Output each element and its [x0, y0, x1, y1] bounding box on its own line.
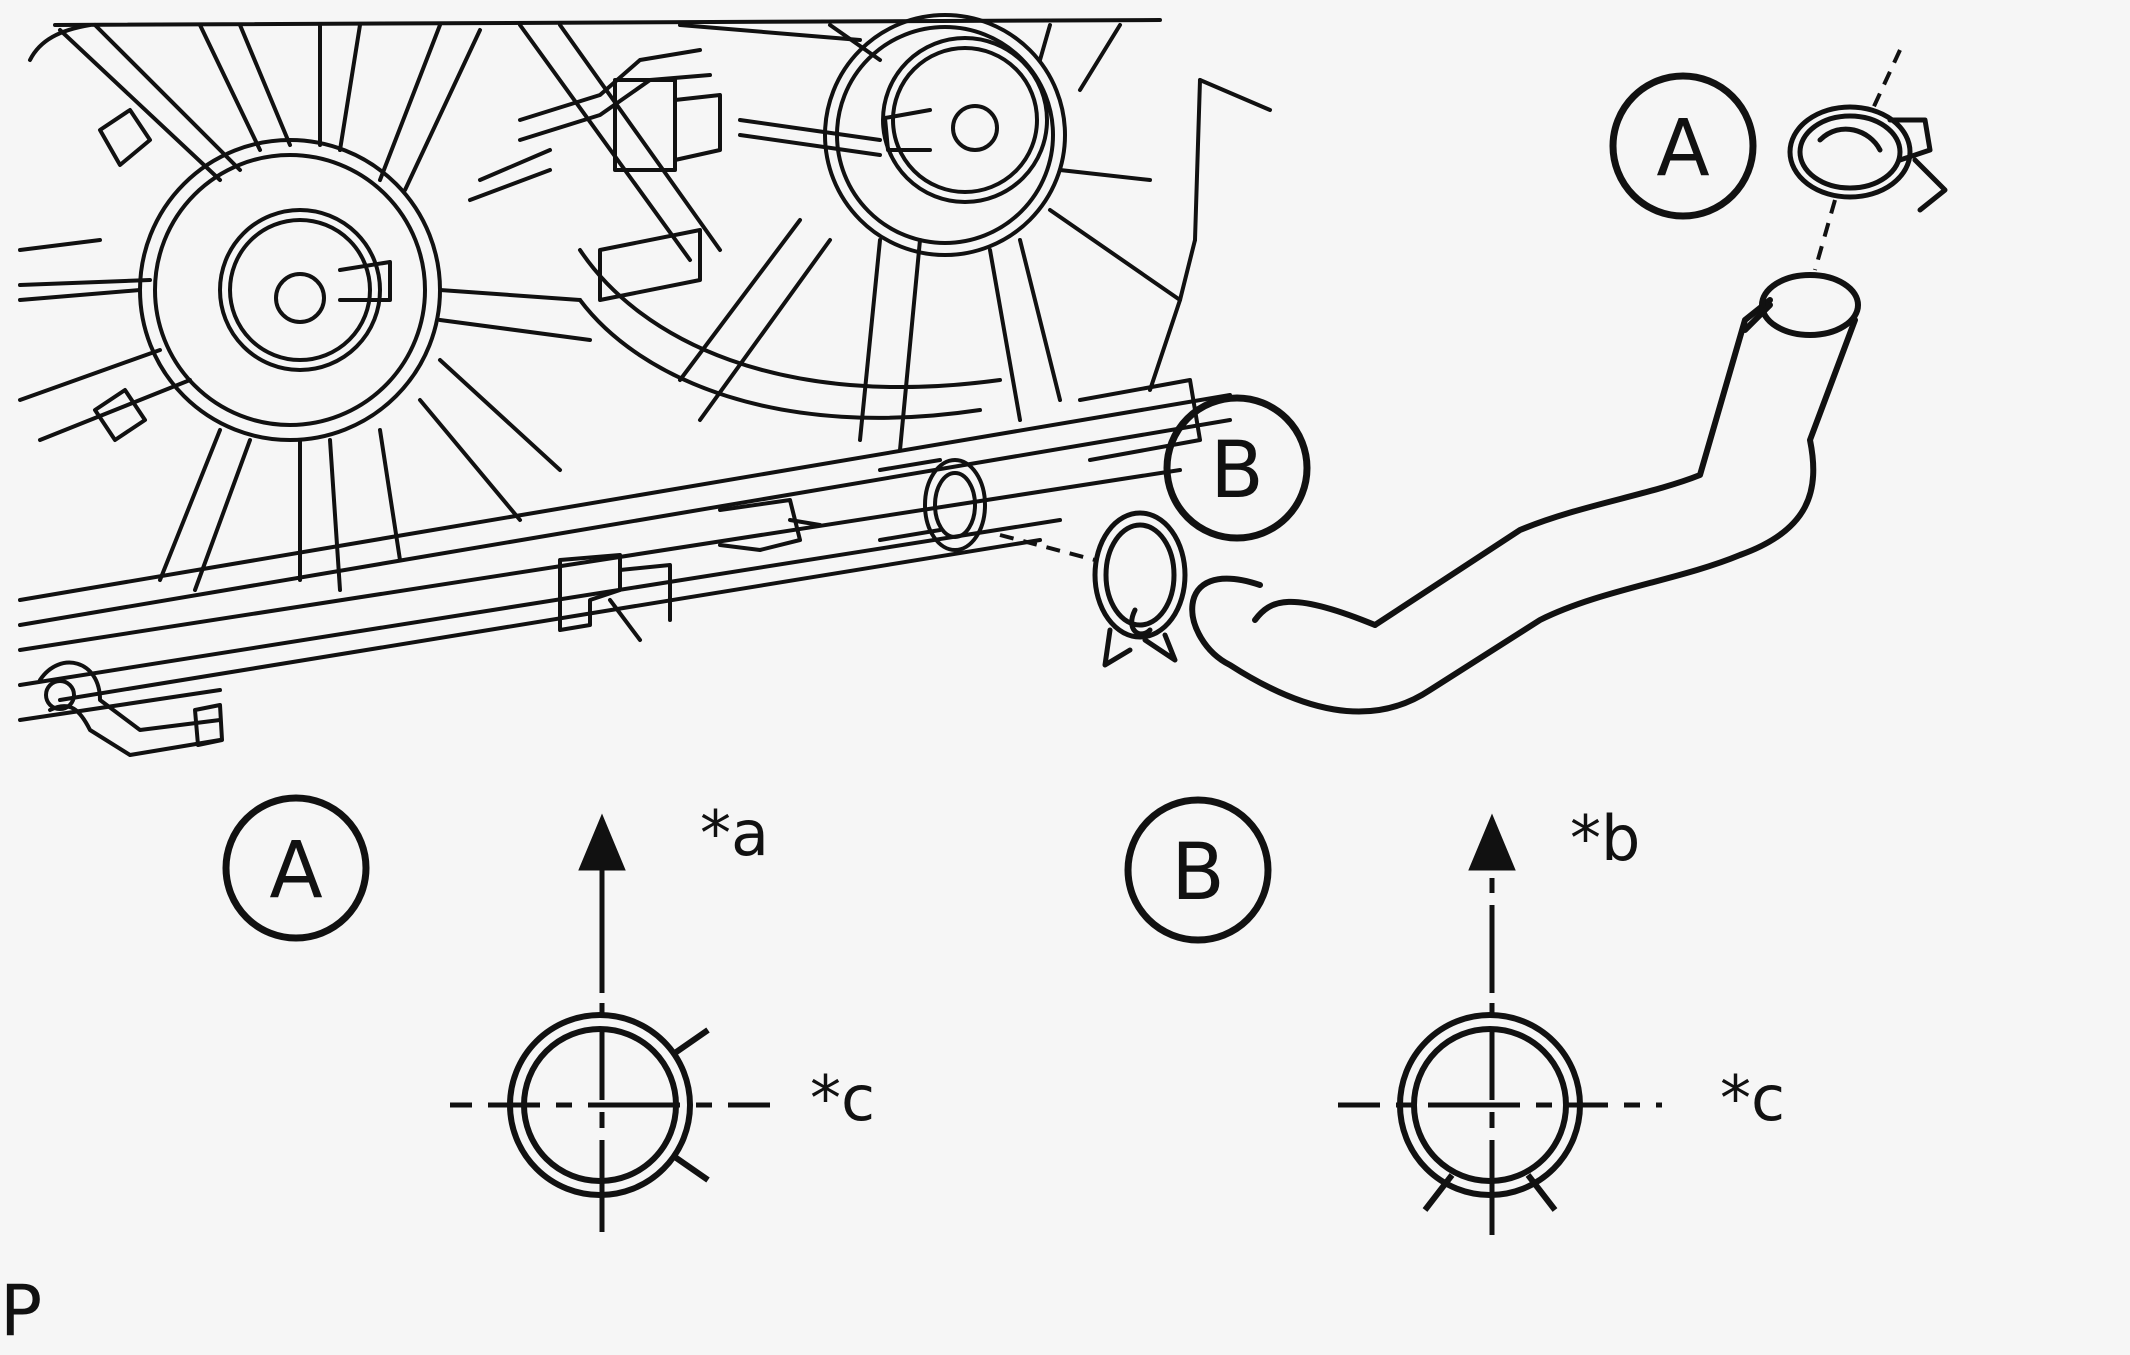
arrow-a: [578, 813, 626, 1232]
callout-detail-a: A: [222, 794, 370, 942]
callout-detail-b: B: [1124, 796, 1272, 944]
note-b: *b: [1570, 802, 1640, 875]
lower-fittings: [38, 458, 987, 757]
right-fan: [518, 13, 1182, 452]
left-fan: [18, 23, 592, 592]
callout-detail-b-label: B: [1171, 828, 1225, 918]
wire-harness: [468, 48, 882, 302]
callout-detail-a-label: A: [269, 826, 322, 916]
callout-top-a-label: A: [1656, 104, 1709, 194]
note-a: *a: [700, 797, 769, 870]
radiator-hose: [1189, 272, 1861, 715]
detail-a: A *a *c: [222, 794, 875, 1232]
arrow-b: [1468, 813, 1516, 1235]
radiator-fan-assembly: [18, 13, 1272, 757]
alignment-lines: [999, 49, 1902, 562]
note-c-left: *c: [810, 1062, 875, 1135]
callout-top-b-label: B: [1210, 426, 1264, 516]
note-c-right: *c: [1720, 1062, 1785, 1135]
hose-clamp-bottom: [1092, 510, 1188, 668]
detail-b: B *b *c: [1124, 796, 1785, 1235]
footer-mark: P: [0, 1270, 42, 1352]
callout-top-b: B: [1163, 394, 1311, 542]
callout-top-a: A: [1609, 72, 1757, 220]
hose-clamp-top: [1787, 104, 1948, 213]
